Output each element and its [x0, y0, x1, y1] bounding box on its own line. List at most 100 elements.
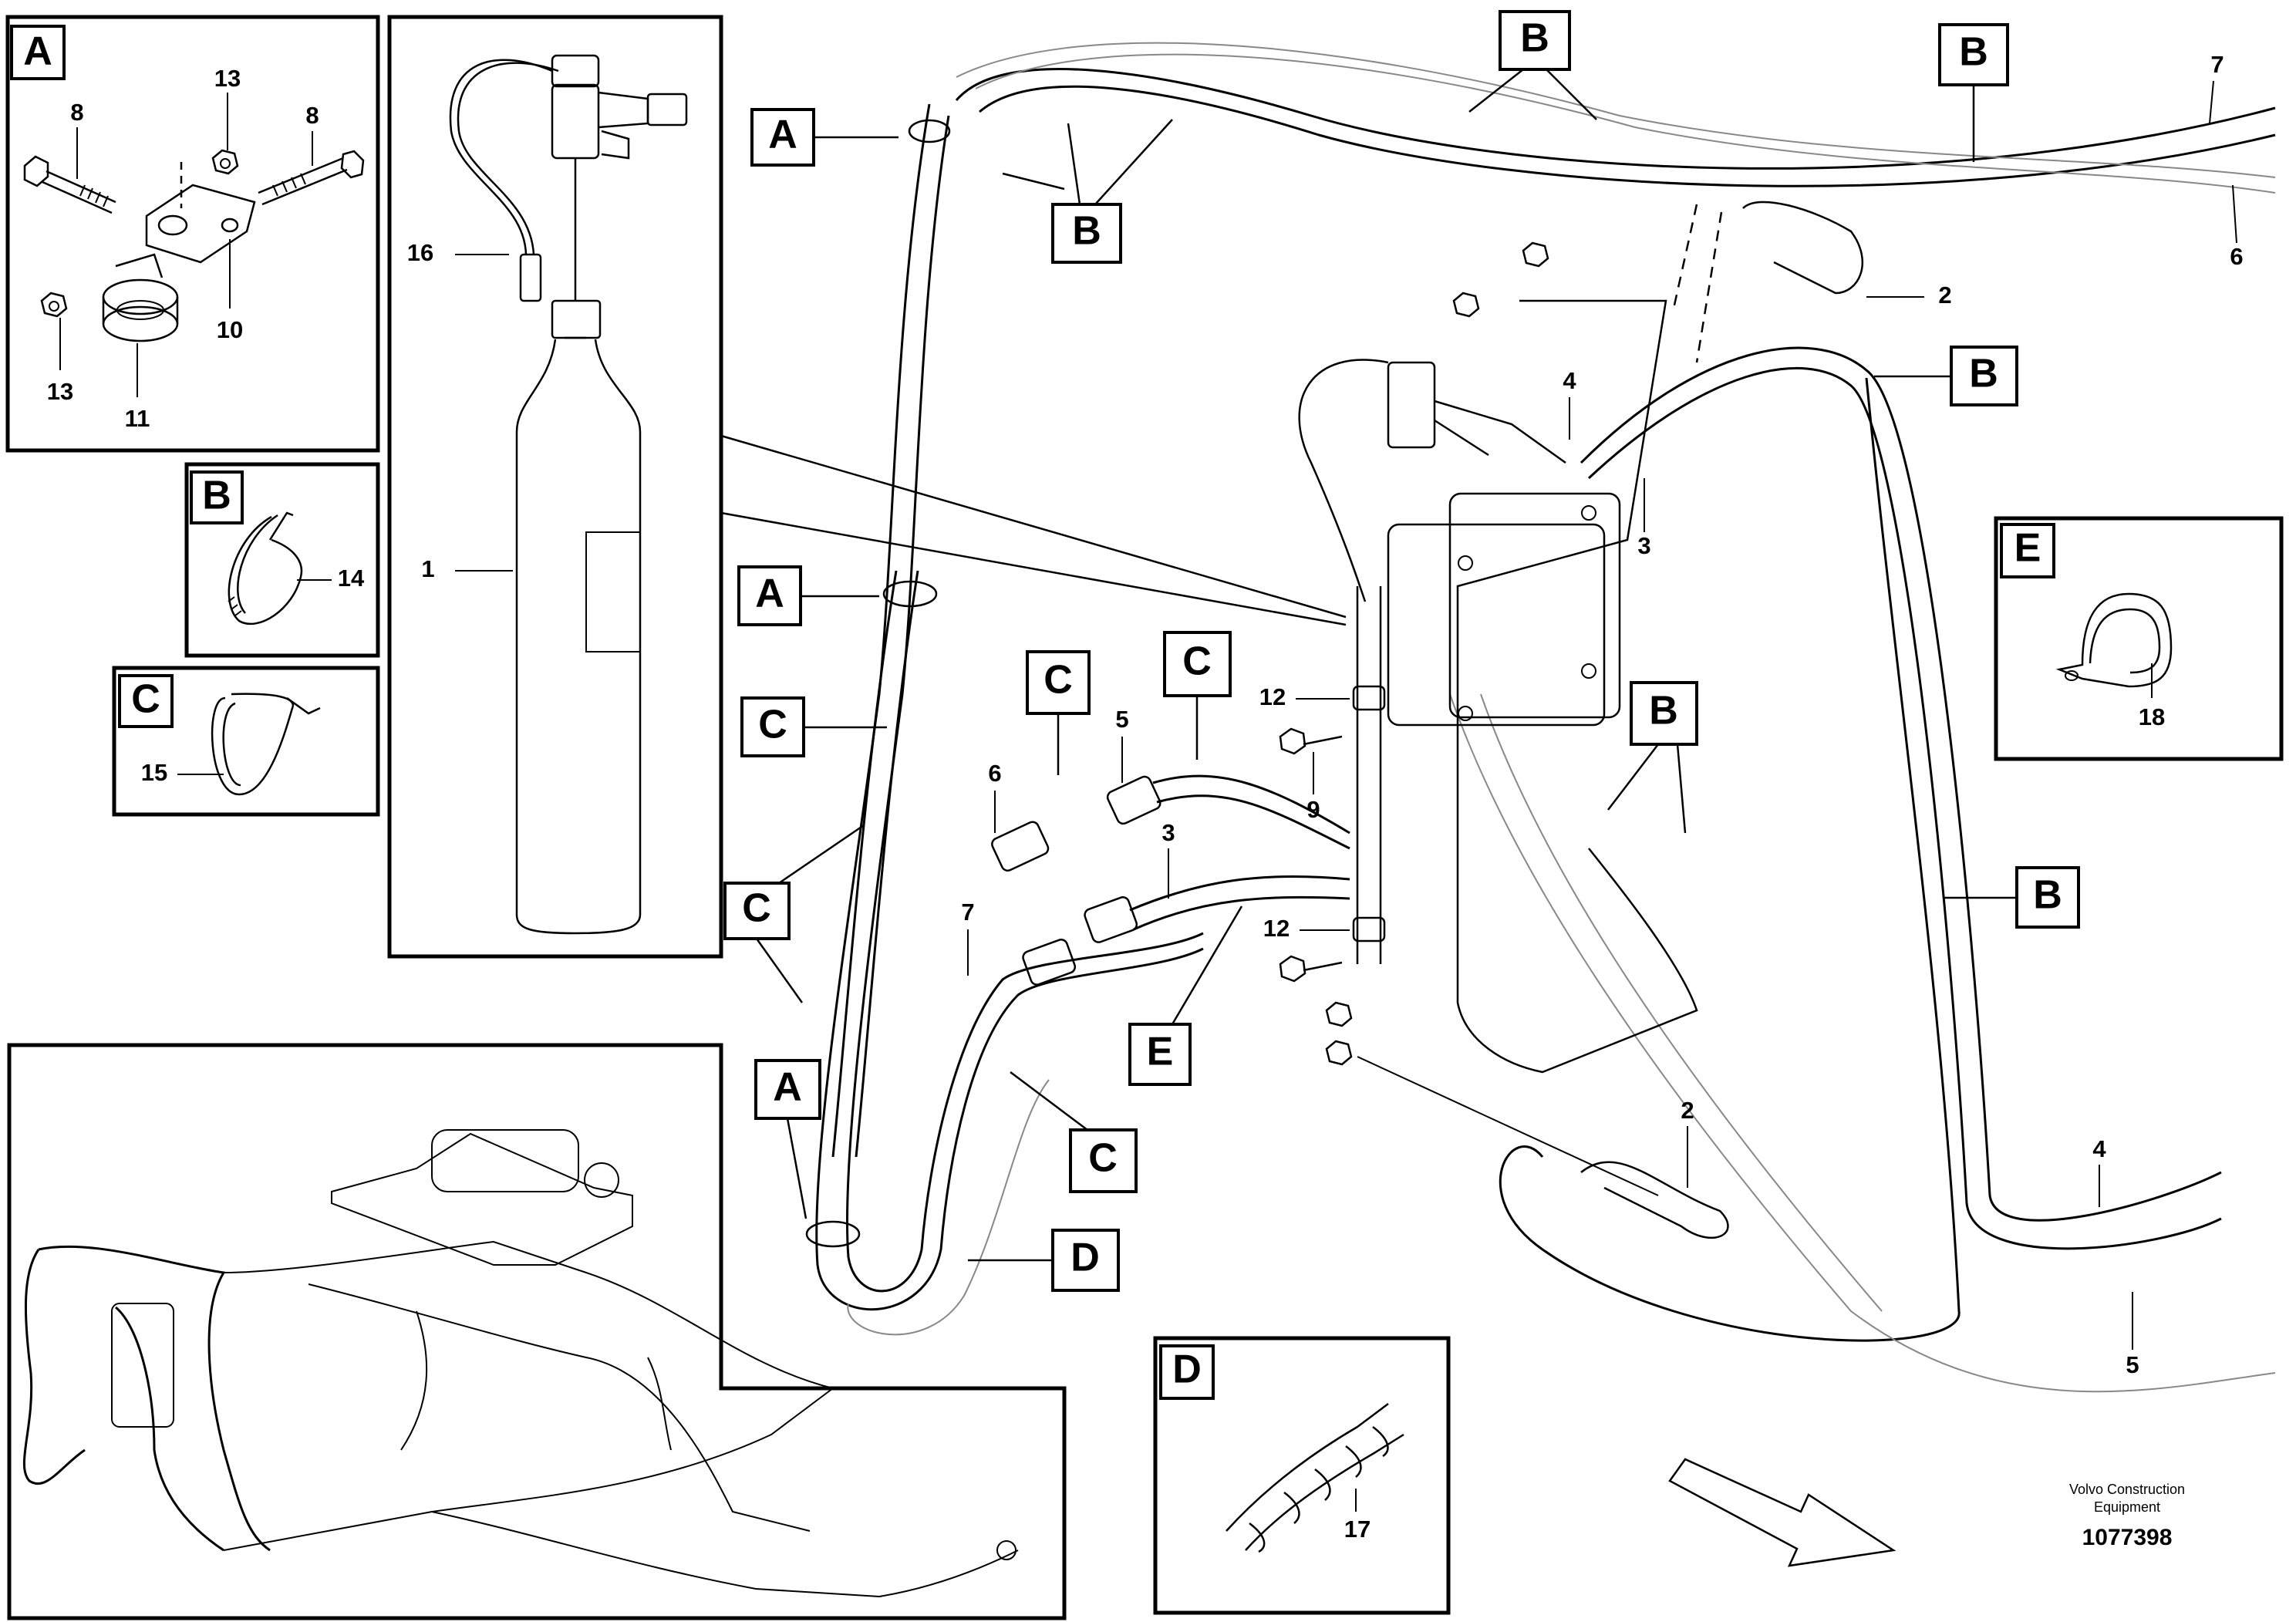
- inset-overview: [7, 1043, 1067, 1620]
- callout-4-top: 4: [1563, 367, 1576, 394]
- callout-7-mid: 7: [961, 899, 974, 926]
- direction-arrow-icon: [1668, 1458, 1896, 1567]
- p-clamp-icon: [2055, 592, 2173, 688]
- main-callouts: 7 6 2 4 3 12 9 12 5 3 6 7 2 4 5: [961, 51, 2243, 1378]
- tag-e: E: [1128, 905, 1243, 1086]
- callout-10: 10: [217, 316, 243, 343]
- hose-fitting: [519, 253, 542, 302]
- svg-text:B: B: [1649, 689, 1678, 733]
- svg-text:A: A: [768, 113, 797, 157]
- tag-c-left-lower: C: [723, 824, 865, 1003]
- callout-6-mid: 6: [988, 760, 1001, 787]
- svg-text:B: B: [1959, 30, 1988, 75]
- bolt-right-icon: [258, 150, 365, 206]
- callout-7-top: 7: [2210, 51, 2224, 78]
- inset-e: E 18: [1994, 516, 2284, 761]
- callout-14: 14: [338, 565, 365, 592]
- callout-11: 11: [125, 405, 150, 432]
- svg-text:C: C: [758, 703, 787, 747]
- svg-text:B: B: [1520, 16, 1549, 61]
- svg-text:B: B: [1969, 352, 1998, 396]
- mounting-plate: [1456, 299, 1698, 1074]
- inset-a: A: [5, 15, 380, 453]
- plate-bracket-icon: [145, 162, 256, 264]
- tag-b-right-lower: B: [1944, 866, 2080, 929]
- cable-tie-icon: [228, 511, 303, 626]
- hose-clamp-icon: [211, 693, 321, 796]
- callout-2-bottom: 2: [1681, 1097, 1694, 1124]
- tag-c-mid-left: C: [1026, 650, 1091, 775]
- tag-a-mid: A: [737, 565, 879, 626]
- harness-top: [955, 68, 2276, 170]
- callout-15: 15: [141, 759, 167, 786]
- svg-text:C: C: [1043, 658, 1073, 703]
- svg-text:B: B: [1072, 209, 1101, 254]
- callout-4-bottom: 4: [2092, 1135, 2106, 1162]
- callout-18: 18: [2139, 703, 2165, 730]
- footer: Volvo Construction Equipment 1077398: [2069, 1482, 2185, 1550]
- callout-6-top: 6: [2230, 243, 2243, 270]
- tag-a-bottom: A: [754, 1059, 821, 1219]
- tag-b-top-mid: B: [1468, 10, 1597, 120]
- footer-brand-line2: Equipment: [2094, 1499, 2160, 1515]
- wrapped-hose-icon: [1226, 1403, 1404, 1553]
- callout-3-mid: 3: [1161, 819, 1175, 846]
- inset-a-tag: A: [23, 29, 52, 74]
- inset-d-tag: D: [1172, 1347, 1202, 1392]
- tag-d: D: [968, 1229, 1120, 1292]
- tag-c-mid-right: C: [1163, 631, 1232, 760]
- tag-a-top: A: [750, 108, 899, 167]
- svg-text:A: A: [755, 572, 784, 616]
- svg-text:B: B: [2033, 873, 2062, 918]
- tag-b-center: B: [1607, 681, 1698, 834]
- nut-bottom-icon: [40, 292, 68, 318]
- callout-17: 17: [1344, 1516, 1371, 1543]
- callout-13-bottom: 13: [47, 378, 73, 405]
- callout-8-left: 8: [70, 99, 83, 126]
- pressure-hose: [449, 59, 553, 255]
- callout-3-top: 3: [1637, 532, 1650, 559]
- machine-overview-icon: [22, 1129, 1019, 1598]
- hose-right-loop: [1580, 346, 2222, 1222]
- hose-left-down: [815, 103, 1204, 1311]
- inset-b: B 14: [184, 462, 380, 658]
- inset-e-tag: E: [2014, 526, 2041, 571]
- tag-b-top-right: B: [1938, 23, 2009, 162]
- bolt-left-icon: [23, 155, 116, 214]
- tag-b-top-left: B: [1002, 119, 1173, 264]
- detail-leader: [720, 434, 1347, 626]
- nut-top-icon: [211, 149, 239, 175]
- callout-13-top: 13: [214, 65, 241, 92]
- valve-assembly-icon: [551, 54, 688, 301]
- callout-5-mid: 5: [1115, 706, 1128, 733]
- main-assembly: [805, 42, 2276, 1393]
- inset-bottle: 16 1: [387, 15, 723, 959]
- fitting-group-icon: [991, 774, 1350, 986]
- callout-5-bottom: 5: [2126, 1351, 2139, 1378]
- svg-text:C: C: [742, 886, 771, 931]
- svg-text:C: C: [1182, 639, 1212, 684]
- svg-text:E: E: [1147, 1030, 1174, 1074]
- svg-text:D: D: [1070, 1236, 1100, 1280]
- control-box-icon: [1387, 492, 1621, 727]
- callout-12-upper: 12: [1259, 683, 1286, 710]
- inset-d: D 17: [1153, 1336, 1451, 1615]
- footer-brand-line1: Volvo Construction: [2069, 1482, 2185, 1497]
- svg-text:A: A: [773, 1065, 802, 1110]
- cylinder-icon: [515, 299, 642, 935]
- callout-2-top: 2: [1938, 282, 1951, 309]
- callout-1: 1: [421, 555, 434, 582]
- tag-c-bottom: C: [1010, 1071, 1138, 1193]
- callout-12-lower: 12: [1263, 915, 1290, 942]
- svg-text:C: C: [1088, 1136, 1118, 1181]
- drawing-number: 1077398: [2082, 1525, 2173, 1550]
- callout-16: 16: [407, 239, 433, 266]
- main-tags: A B B B B B A: [723, 10, 2080, 1292]
- tag-b-right-upper: B: [1874, 346, 2018, 406]
- callout-8-right: 8: [305, 102, 319, 129]
- tag-c-left-upper: C: [740, 696, 887, 757]
- inset-c: C 15: [112, 666, 380, 817]
- plate-valve-icon: [1387, 361, 1436, 449]
- callout-9: 9: [1306, 796, 1320, 823]
